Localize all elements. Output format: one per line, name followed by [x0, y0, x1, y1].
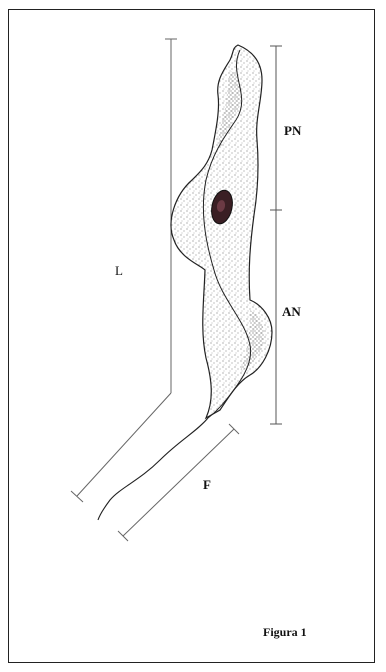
flagellum-label: F [203, 478, 211, 491]
length-measure-line [71, 39, 177, 502]
cell-body [171, 45, 272, 418]
flagellum [98, 418, 208, 520]
anterior-nucleus-label: AN [282, 305, 301, 318]
nucleus-measure-bracket [270, 46, 282, 424]
posterior-nucleus-label: PN [284, 124, 301, 137]
flagellum-measure-line [118, 424, 239, 541]
length-label: L [115, 264, 123, 277]
figure-caption: Figura 1 [263, 626, 307, 638]
